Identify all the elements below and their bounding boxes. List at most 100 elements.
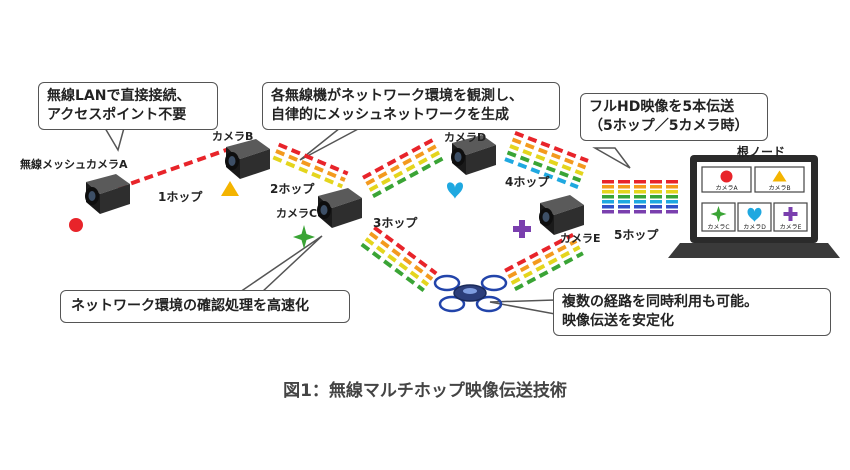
- callout-fullhd-line-1: フルHD映像を5本伝送: [589, 99, 735, 115]
- link-drone-e-1: [504, 232, 575, 273]
- screen-tile-circle-icon: [720, 170, 733, 183]
- root-node-screen: カメラA カメラB カメラC カメラD カメラE: [701, 166, 808, 232]
- stream-2-band-4: [618, 195, 630, 199]
- screen-tile-label: カメラD: [743, 224, 766, 231]
- link-drone-e-3: [510, 245, 581, 285]
- stream-5-band-3: [666, 190, 678, 194]
- stream-5-band-1: [666, 180, 678, 184]
- stream-3-band-1: [634, 180, 646, 184]
- link-c-drone-2: [368, 231, 434, 281]
- link-c-drone-1: [373, 225, 438, 276]
- callout-fullhd-transmission: フルHD映像を5本伝送 （5ホップ／5カメラ時）: [580, 93, 768, 141]
- stream-4-band-5: [650, 200, 662, 204]
- link-d-e-3: [509, 144, 584, 176]
- stream-3-band-3: [634, 190, 646, 194]
- callout-multipath: 複数の経路を同時利用も可能。 映像伝送を安定化: [553, 288, 831, 336]
- stream-4-band-1: [650, 180, 662, 184]
- stream-3-band-4: [634, 195, 646, 199]
- screen-tile-2: カメラB: [754, 166, 805, 193]
- hop-2-label: 2ホップ: [270, 182, 315, 196]
- screen-tile-label: カメラA: [715, 185, 738, 192]
- callout-mesh-line-2: 自律的にメッシュネットワークを生成: [271, 106, 509, 123]
- camera-e-label: カメラE: [560, 232, 601, 245]
- callout-fast-check: ネットワーク環境の確認処理を高速化: [60, 290, 350, 323]
- stream-2-band-6: [618, 205, 630, 209]
- callout-fast-line-1: ネットワーク環境の確認処理を高速化: [71, 298, 309, 314]
- link-c-drone-3: [364, 237, 430, 287]
- stream-1-band-3: [602, 190, 614, 194]
- stream-1-band-1: [602, 180, 614, 184]
- stream-4-band-7: [650, 210, 662, 214]
- stream-5-band-6: [666, 205, 678, 209]
- stream-4-band-4: [650, 195, 662, 199]
- camera-a-label: 無線メッシュカメラA: [20, 158, 128, 171]
- callout-direct-connection: 無線LANで直接接続、 アクセスポイント不要: [38, 82, 218, 130]
- link-b-c-3: [272, 155, 344, 189]
- callout-multipath-line-2: 映像伝送を安定化: [562, 312, 674, 329]
- callout-direct-line-2: アクセスポイント不要: [47, 106, 187, 123]
- stream-2-band-1: [618, 180, 630, 184]
- screen-tile-heart-icon: [747, 207, 762, 222]
- screen-tile-star-icon: [710, 206, 727, 222]
- camera-b-label: カメラB: [212, 130, 254, 143]
- callout-tail-direct: [103, 127, 125, 152]
- callout-direct-line-1: 無線LANで直接接続、: [47, 88, 191, 104]
- stream-4-band-2: [650, 185, 662, 189]
- stream-4-band-3: [650, 190, 662, 194]
- screen-tile-3: カメラC: [701, 202, 736, 232]
- drone-icon: [433, 274, 508, 313]
- stream-1-band-6: [602, 205, 614, 209]
- link-d-e-1: [514, 131, 589, 163]
- stream-3-band-6: [634, 205, 646, 209]
- yellow-triangle-icon: [221, 181, 239, 196]
- camera-d-icon: [451, 135, 496, 175]
- screen-tile-4: カメラD: [737, 202, 772, 232]
- callout-tail-fast: [237, 235, 323, 293]
- screen-tile-label: カメラC: [707, 224, 729, 231]
- stream-2-band-2: [618, 185, 630, 189]
- screen-tile-5: カメラE: [773, 202, 808, 232]
- stream-4-band-6: [650, 205, 662, 209]
- stream-2-band-7: [618, 210, 630, 214]
- stream-3-band-7: [634, 210, 646, 214]
- stream-1-band-5: [602, 200, 614, 204]
- hop-1-label: 1ホップ: [158, 190, 203, 204]
- link-c-drone-4: [360, 242, 425, 293]
- callout-fullhd-line-2: （5ホップ／5カメラ時）: [589, 117, 749, 134]
- camera-d-label: カメラD: [444, 131, 487, 144]
- screen-tile-label: カメラB: [768, 185, 790, 192]
- camera-a-icon: [85, 174, 130, 214]
- callout-multipath-line-1: 複数の経路を同時利用も可能。: [562, 294, 758, 310]
- stream-2-band-3: [618, 190, 630, 194]
- link-d-e-2: [511, 137, 587, 170]
- link-b-c-1: [277, 142, 349, 176]
- screen-tile-1: カメラA: [701, 166, 752, 193]
- stream-1-band-7: [602, 210, 614, 214]
- stream-3-band-2: [634, 185, 646, 189]
- hop-3-label: 3ホップ: [373, 216, 418, 230]
- camera-b-icon: [225, 139, 270, 179]
- purple-cross-icon: [513, 220, 531, 238]
- stream-5-band-2: [666, 185, 678, 189]
- callout-tail-fullhd: [592, 147, 631, 169]
- screen-tile-triangle-icon: [772, 170, 787, 182]
- link-drone-e-4: [513, 251, 584, 292]
- link-b-c-2: [275, 149, 346, 182]
- green-star-icon: [293, 225, 315, 249]
- root-node-title: 根ノード: [737, 145, 786, 159]
- figure-caption: 図1：無線マルチホップ映像伝送技術: [283, 381, 567, 401]
- link-a-b-1: [117, 146, 233, 190]
- stream-1-band-4: [602, 195, 614, 199]
- red-circle-icon: [69, 218, 83, 232]
- stream-5-band-5: [666, 200, 678, 204]
- hop-4-label: 4ホップ: [505, 175, 550, 189]
- stream-5-band-4: [666, 195, 678, 199]
- stream-5-band-7: [666, 210, 678, 214]
- callout-mesh-line-1: 各無線機がネットワーク環境を観測し、: [271, 88, 523, 104]
- blue-heart-icon: [447, 182, 463, 199]
- stream-3-band-5: [634, 200, 646, 204]
- link-bars: [117, 131, 678, 293]
- camera-e-icon: [539, 195, 584, 235]
